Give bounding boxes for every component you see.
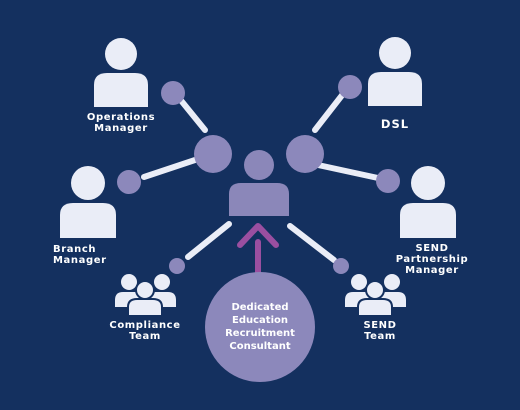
send-partnership-manager-person-icon [400, 166, 456, 238]
consultant-line3: Recruitment [225, 328, 295, 339]
compliance-team-group-icon [115, 274, 176, 317]
connector-branch [141, 157, 198, 180]
connector-dsl [312, 91, 346, 133]
label-send-partnership-line3: Manager [405, 265, 459, 276]
node-dsl [338, 75, 362, 99]
label-operations-manager: Operations Manager [81, 112, 161, 134]
label-send-partnership-line1: SEND [415, 243, 449, 254]
connector-send-team [287, 223, 337, 263]
label-send-team: SEND Team [350, 320, 410, 342]
dsl-person-icon [368, 37, 422, 106]
label-operations-line1: Operations [86, 112, 156, 123]
node-right-large [286, 135, 324, 173]
consultant-line4: Consultant [229, 341, 291, 352]
label-branch-line2: Manager [53, 255, 107, 266]
node-send-team [333, 258, 349, 274]
consultant-person-icon [229, 150, 289, 216]
connector-operations [176, 95, 208, 133]
send-team-group-icon [345, 274, 406, 317]
label-send-team-line1: SEND [363, 320, 397, 331]
connector-compliance [185, 221, 232, 260]
label-send-team-line2: Team [364, 331, 396, 342]
label-compliance-team: Compliance Team [105, 320, 185, 342]
consultant-label: Dedicated Education Recruitment Consulta… [210, 301, 310, 353]
operations-manager-person-icon [94, 38, 148, 107]
consultant-circle [205, 272, 315, 382]
label-compliance-line1: Compliance [109, 320, 181, 331]
node-operations [161, 81, 185, 105]
label-send-partnership-line2: Partnership [395, 254, 469, 265]
consultant-line1: Dedicated [231, 302, 289, 313]
label-dsl: DSL [370, 117, 420, 131]
consultant-line2: Education [232, 315, 288, 326]
label-send-partnership-manager: SEND Partnership Manager [386, 243, 478, 276]
connector-nodes [117, 75, 400, 274]
label-branch-line1: Branch [53, 244, 97, 255]
label-compliance-line2: Team [129, 331, 161, 342]
node-send-partnership [376, 169, 400, 193]
connector-lines [141, 91, 381, 263]
node-branch [117, 170, 141, 194]
node-left-large [194, 135, 232, 173]
connector-send-partnership [315, 162, 381, 181]
label-operations-line2: Manager [94, 123, 148, 134]
label-dsl-text: DSL [380, 117, 410, 131]
label-branch-manager: Branch Manager [53, 244, 123, 266]
branch-manager-person-icon [60, 166, 116, 238]
node-compliance [169, 258, 185, 274]
